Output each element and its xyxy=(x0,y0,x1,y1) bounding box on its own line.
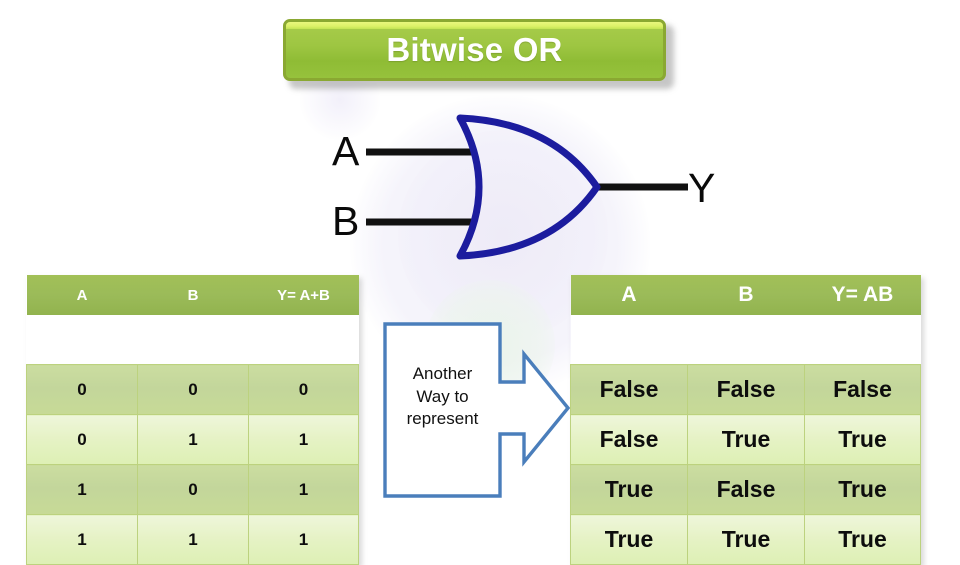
callout-line-1: Another xyxy=(412,364,473,383)
title-banner-body: Bitwise OR xyxy=(283,19,666,81)
cell-b: False xyxy=(687,364,805,415)
cell-b: False xyxy=(687,464,805,515)
page-title: Bitwise OR xyxy=(386,31,563,68)
table-header-row: A B Y= AB xyxy=(570,275,921,315)
cell-y: 0 xyxy=(248,364,359,415)
arrow-outline xyxy=(383,322,571,498)
callout-label: Another Way to represent xyxy=(390,363,495,431)
gate-input-label-b: B xyxy=(332,198,360,244)
column-header-b: B xyxy=(137,275,249,315)
cell-a: True xyxy=(570,464,688,515)
table-header-row: A B Y= A+B xyxy=(26,275,359,315)
or-gate-body xyxy=(456,114,601,260)
table-row: 0 1 1 xyxy=(26,414,359,465)
callout-arrow-shape xyxy=(383,322,571,498)
cell-a: 0 xyxy=(26,364,138,415)
cell-a: False xyxy=(570,364,688,415)
cell-b: 1 xyxy=(137,414,249,465)
column-header-a: A xyxy=(26,275,138,315)
truth-table-boolean: A B Y= AB False False False False True T… xyxy=(570,275,921,565)
column-header-a: A xyxy=(570,275,688,315)
title-banner-highlight xyxy=(286,22,663,29)
cell-b: 0 xyxy=(137,464,249,515)
cell-y: True xyxy=(804,464,921,515)
cell-a: 0 xyxy=(26,414,138,465)
table-row: 1 0 1 xyxy=(26,464,359,515)
header-separator xyxy=(570,315,921,365)
cell-a: 1 xyxy=(26,464,138,515)
table-row: False True True xyxy=(570,414,921,465)
cell-y: True xyxy=(804,414,921,465)
title-banner: Bitwise OR xyxy=(283,19,674,89)
gate-output-label-y: Y xyxy=(688,165,716,211)
table-row: 0 0 0 xyxy=(26,364,359,415)
column-header-y: Y= A+B xyxy=(248,275,359,315)
callout-line-3: represent xyxy=(406,409,479,429)
cell-y: 1 xyxy=(248,464,359,515)
column-header-y: Y= AB xyxy=(804,275,921,315)
column-header-b: B xyxy=(687,275,805,315)
truth-table-binary: A B Y= A+B 0 0 0 0 1 1 1 0 1 1 xyxy=(26,275,359,565)
table-row: True False True xyxy=(570,464,921,515)
callout-line-2: Way to xyxy=(416,386,469,406)
or-gate-diagram xyxy=(366,114,688,260)
cell-y: 1 xyxy=(248,414,359,465)
gate-input-label-a: A xyxy=(332,128,360,174)
slide-canvas: Bitwise OR A B Y A B Y= A+B 0 0 xyxy=(26,19,921,565)
cell-y: False xyxy=(804,364,921,415)
cell-b: 0 xyxy=(137,364,249,415)
cell-b: True xyxy=(687,414,805,465)
cell-a: False xyxy=(570,414,688,465)
header-separator xyxy=(26,315,359,365)
table-row: False False False xyxy=(570,364,921,415)
